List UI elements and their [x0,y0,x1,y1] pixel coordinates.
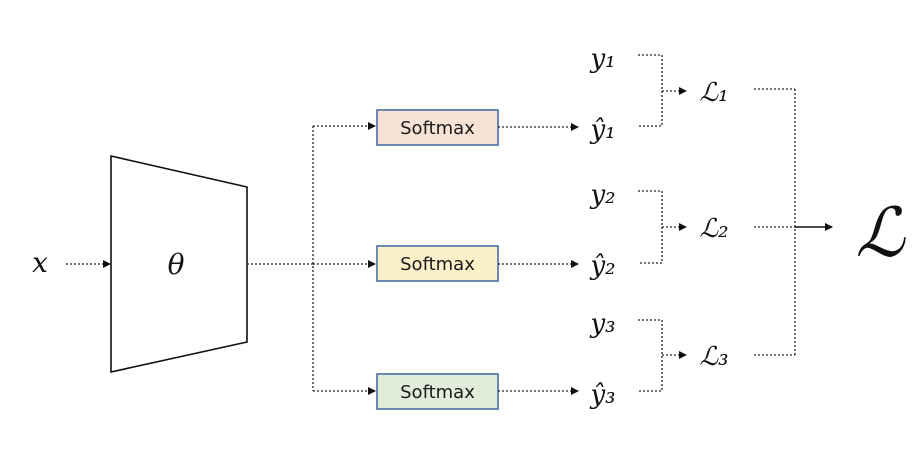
input-x-label: x [32,246,48,279]
loss-l1-label: ℒ₁ [699,78,728,108]
pred-y1-label: ŷ₁ [589,115,615,145]
softmax-label-3: Softmax [400,382,475,403]
target-y3-label: y₃ [589,309,615,339]
target-y2-label: y₂ [589,180,615,210]
pred-y2-label: ŷ₂ [589,251,615,281]
softmax-label-2: Softmax [400,254,475,275]
softmax-label-1: Softmax [400,118,475,139]
bracket-2 [638,190,663,264]
loss-l2-label: ℒ₂ [699,214,728,244]
model-trapezoid [110,154,248,373]
softmax-box-2 [376,245,499,282]
model-theta-label: θ [168,248,185,281]
total-loss-label: ℒ [856,194,907,273]
target-y1-label: y₁ [589,44,615,74]
bracket-1 [638,54,663,127]
pred-y3-label: ŷ₃ [589,380,615,410]
softmax-box-1 [376,109,499,146]
loss-l3-label: ℒ₃ [699,342,728,372]
bracket-3 [638,319,663,392]
